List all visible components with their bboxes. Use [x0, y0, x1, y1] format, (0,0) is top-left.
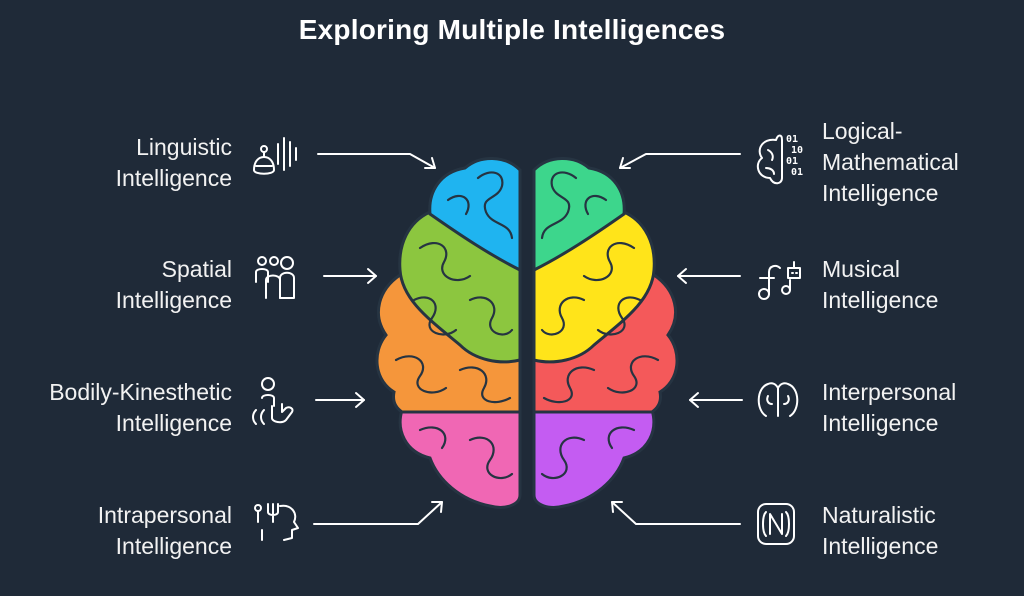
speaking-head-icon [253, 137, 297, 175]
label-musical-line1: Musical [822, 256, 900, 282]
svg-text:10: 10 [791, 145, 803, 156]
label-intrapersonal-line1: Intrapersonal [97, 502, 232, 528]
label-logical-line1: Logical- [822, 118, 903, 144]
label-linguistic-line2: Intelligence [115, 165, 232, 191]
music-note-robot-icon [758, 261, 801, 300]
arrow-musical [677, 268, 741, 284]
label-linguistic-line1: Linguistic [136, 134, 232, 160]
label-bodily-kinesthetic: Bodily-Kinesthetic Intelligence [49, 377, 232, 439]
svg-text:01: 01 [786, 134, 798, 145]
svg-text:01: 01 [791, 167, 803, 178]
label-logical-mathematical: Logical- Mathematical Intelligence [822, 116, 959, 209]
label-bodily-line2: Intelligence [115, 410, 232, 436]
right-gyri [540, 171, 660, 480]
right-hemisphere [532, 157, 679, 509]
label-naturalistic: Naturalistic Intelligence [822, 500, 938, 562]
n-badge-icon [757, 503, 795, 545]
label-musical-line2: Intelligence [822, 287, 939, 313]
region-logical-mathematical [532, 157, 626, 273]
region-naturalistic [532, 408, 656, 509]
diagram-title: Exploring Multiple Intelligences [298, 14, 726, 45]
label-spatial-line2: Intelligence [115, 287, 232, 313]
label-naturalistic-line1: Naturalistic [822, 502, 936, 528]
region-interpersonal [532, 273, 679, 414]
arrow-linguistic [317, 153, 436, 169]
label-linguistic: Linguistic Intelligence [116, 132, 232, 194]
label-intrapersonal-line2: Intelligence [115, 533, 232, 559]
region-intrapersonal [398, 408, 522, 509]
left-gyri [394, 171, 514, 480]
arrow-bodily-kinesthetic [315, 392, 365, 408]
label-interpersonal: Interpersonal Intelligence [822, 377, 956, 439]
hand-motion-icon [252, 377, 294, 425]
head-profile-tools-icon [254, 503, 299, 541]
label-interpersonal-line2: Intelligence [822, 410, 939, 436]
label-bodily-line1: Bodily-Kinesthetic [49, 379, 232, 405]
brain-binary-icon: 01 10 01 01 [756, 134, 803, 185]
label-spatial: Spatial Intelligence [116, 254, 232, 316]
arrow-naturalistic [611, 501, 741, 525]
label-logical-line2: Mathematical [822, 149, 959, 175]
label-intrapersonal: Intrapersonal Intelligence [98, 500, 232, 562]
arrow-logical-mathematical [619, 153, 741, 169]
two-faces-icon [757, 382, 799, 417]
arrow-intrapersonal [313, 501, 443, 525]
people-group-icon [255, 256, 295, 299]
label-interpersonal-line1: Interpersonal [822, 379, 957, 405]
label-logical-line3: Intelligence [822, 180, 939, 206]
label-musical: Musical Intelligence [822, 254, 938, 316]
arrow-spatial [323, 268, 377, 284]
region-linguistic [428, 157, 522, 273]
arrow-interpersonal [689, 392, 743, 408]
label-naturalistic-line2: Intelligence [822, 533, 939, 559]
label-spatial-line1: Spatial [161, 256, 232, 282]
svg-text:01: 01 [786, 156, 798, 167]
